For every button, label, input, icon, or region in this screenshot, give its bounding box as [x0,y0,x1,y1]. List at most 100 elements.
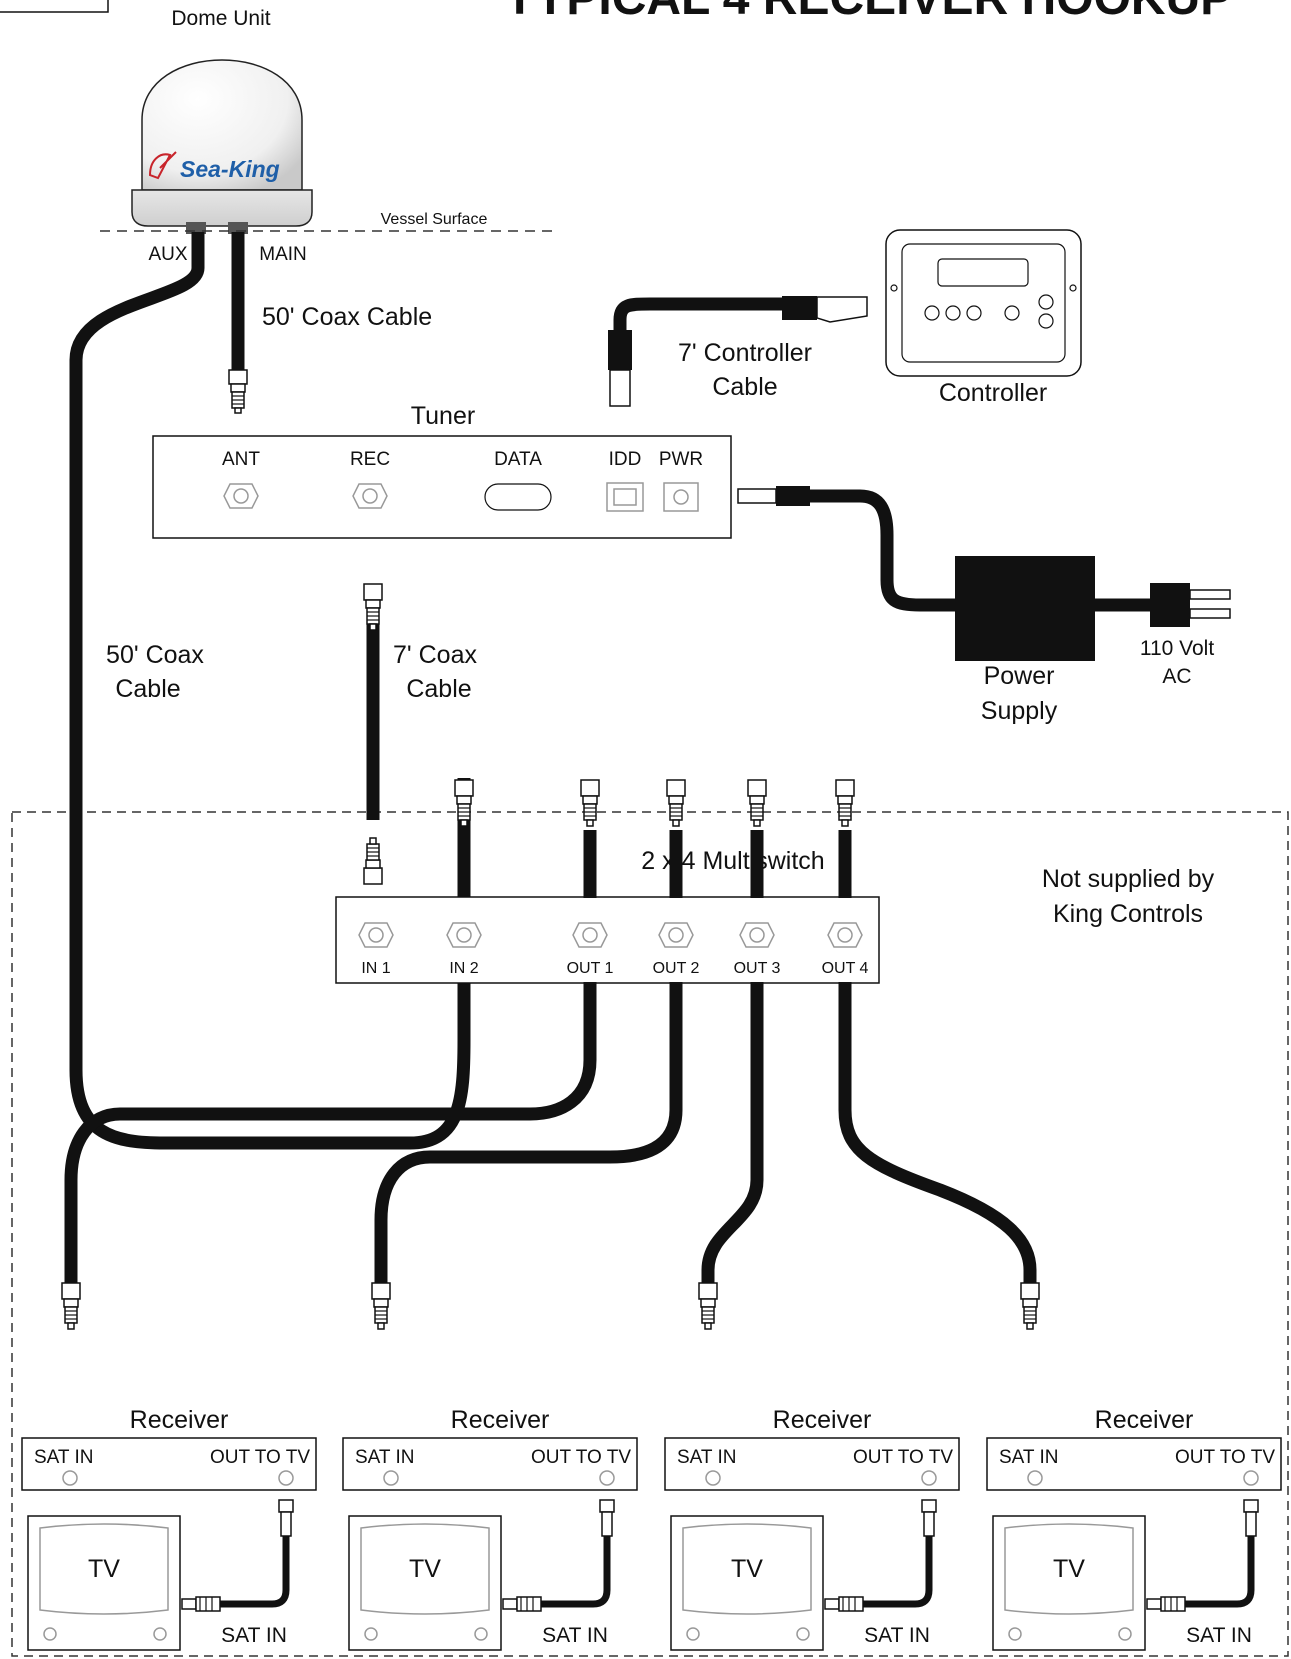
controller-button [945,305,961,321]
tuner-port-label: ANT [222,449,260,470]
tv-feed-cable [861,1535,933,1608]
receiver-label: Receiver [130,1406,229,1434]
controller-cable [613,297,792,336]
receiver-out-port [278,1470,294,1486]
controller-cable-rj-boot [782,296,817,320]
receiver-label: Receiver [1095,1406,1194,1434]
receiver-box [21,1437,317,1491]
figure-label-box [0,0,109,13]
tuner-rec-connector [363,583,383,631]
multiswitch-port [739,922,775,948]
power-plug-body [776,486,810,506]
controller-label: Controller [939,379,1047,407]
controller-cable-plug [609,369,631,407]
power-supply-label-line2: Supply [981,697,1058,725]
multiswitch-port-label: OUT 4 [822,960,869,977]
power-supply-label-line1: Power [984,662,1055,690]
multiswitch-port-label: IN 1 [361,960,390,977]
multiswitch-out-connector [747,779,767,827]
tuner-port-label: REC [350,449,390,470]
tuner-port-label: IDD [609,449,642,470]
power-supply-box [955,556,1095,661]
tuner-pwr-port [663,482,699,512]
tuner-unit: Tuner ANT REC DATA IDD PWR [152,402,732,539]
tv-feed-cable [1183,1535,1255,1608]
page-title: TYPICAL 4 RECEIVER HOOKUP [505,0,1232,25]
receiver-out-to-tv-label: OUT TO TV [210,1447,310,1468]
satellite-dish-icon [148,151,177,180]
dome-unit-label: Dome Unit [171,7,270,30]
multiswitch-port [572,922,608,948]
controller-button [1004,305,1020,321]
controller-outer-frame [885,229,1082,377]
dome-base [131,189,313,227]
multiswitch-port [658,922,694,948]
multiswitch-in1-connector [363,837,383,885]
tuner-rec-port [352,483,388,509]
receiver-sat-in-label: SAT IN [999,1447,1058,1468]
tuner-port-label: PWR [659,449,703,470]
multiswitch-out-connector [580,779,600,827]
receiver-box [342,1437,638,1491]
not-supplied-note-line1: Not supplied by [1042,865,1215,893]
receiver-box [986,1437,1282,1491]
tuner-coax-label-line1: 7' Coax [393,641,477,669]
power-plug-tip [737,488,777,504]
controller-button [924,305,940,321]
receiver-out-to-tv-label: OUT TO TV [1175,1447,1275,1468]
tv-4: TV [992,1515,1146,1651]
out2-cable [374,830,683,1283]
tuner-label: Tuner [411,402,475,430]
controller-cable-label-line1: 7' Controller [678,339,812,367]
receiver-sat-in-connector [61,1282,81,1330]
not-supplied-region [11,811,1289,1657]
receiver-label: Receiver [451,1406,550,1434]
multiswitch-label: 2 x 4 Multiswitch [641,847,824,875]
output-cables [64,830,1037,1283]
receiver-sat-in-port [383,1470,399,1486]
multiswitch-port-label: OUT 1 [567,960,614,977]
out4-cable [838,830,1037,1283]
dome-shell [141,59,303,191]
out3-cable [701,830,764,1283]
receiver-out-to-tv-label: OUT TO TV [531,1447,631,1468]
main-coax-label: 50' Coax Cable [262,303,432,331]
tuner-ant-port [223,483,259,509]
dome-port-main-label: MAIN [259,244,307,265]
tuner-box [152,435,732,539]
power-cable [808,489,955,612]
multiswitch-port-label: OUT 3 [734,960,781,977]
tv-label: TV [1053,1555,1085,1583]
tuner-data-port [484,483,552,511]
receiver-out-port [921,1470,937,1486]
receiver-label: Receiver [773,1406,872,1434]
receiver-out-to-tv-label: OUT TO TV [853,1447,953,1468]
multiswitch-out-connector [835,779,855,827]
tv-sat-in-label: SAT IN [542,1624,608,1647]
controller-device: Controller [885,229,1082,407]
receiver-sat-in-port [62,1470,78,1486]
tv-1: TV [27,1515,181,1651]
tv-sat-in-label: SAT IN [221,1624,287,1647]
receiver-sat-in-connector [1020,1282,1040,1330]
receiver-box [664,1437,960,1491]
tv-feed-cable [218,1535,290,1608]
dome-unit: Dome Unit Sea-King AUX MAIN [131,7,313,265]
aux-coax-label-line2: Cable [115,675,180,703]
tv-2: TV [348,1515,502,1651]
multiswitch-port-label: OUT 2 [653,960,700,977]
controller-button [1038,294,1054,310]
not-supplied-note-line2: King Controls [1053,900,1203,928]
dome-port-aux-label: AUX [148,244,187,265]
controller-cable-rj-plug [816,296,868,323]
f-connector-icon [228,369,248,414]
tv-sat-in-label: SAT IN [1186,1624,1252,1647]
receiver-sat-in-connector [698,1282,718,1330]
tuner-idd-port [606,482,644,512]
receiver-sat-in-label: SAT IN [355,1447,414,1468]
controller-display [937,258,1029,287]
